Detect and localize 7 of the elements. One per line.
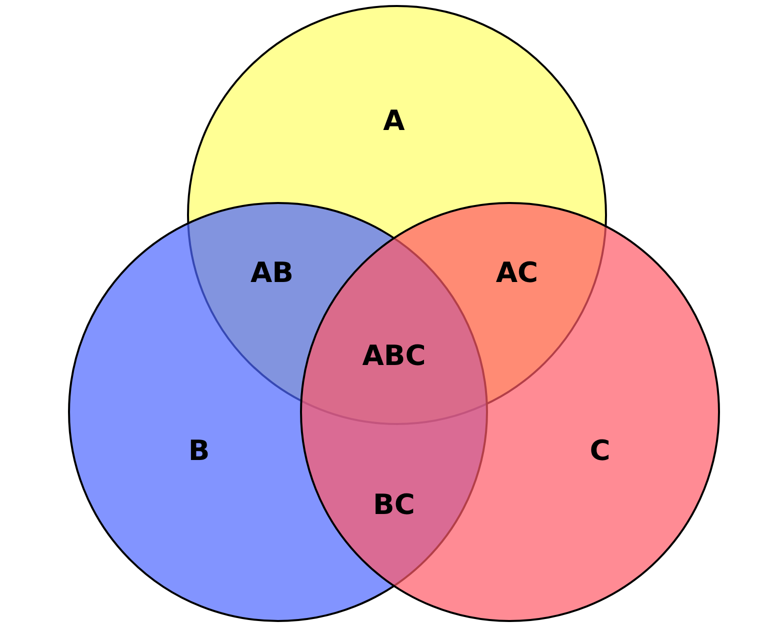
region-label: ABC (362, 342, 426, 370)
set-label: C (590, 437, 610, 465)
region-label: AC (496, 259, 538, 287)
set-label: A (383, 107, 405, 135)
region-label: AB (250, 259, 294, 287)
region-label: BC (373, 491, 415, 519)
set-label: B (188, 437, 210, 465)
